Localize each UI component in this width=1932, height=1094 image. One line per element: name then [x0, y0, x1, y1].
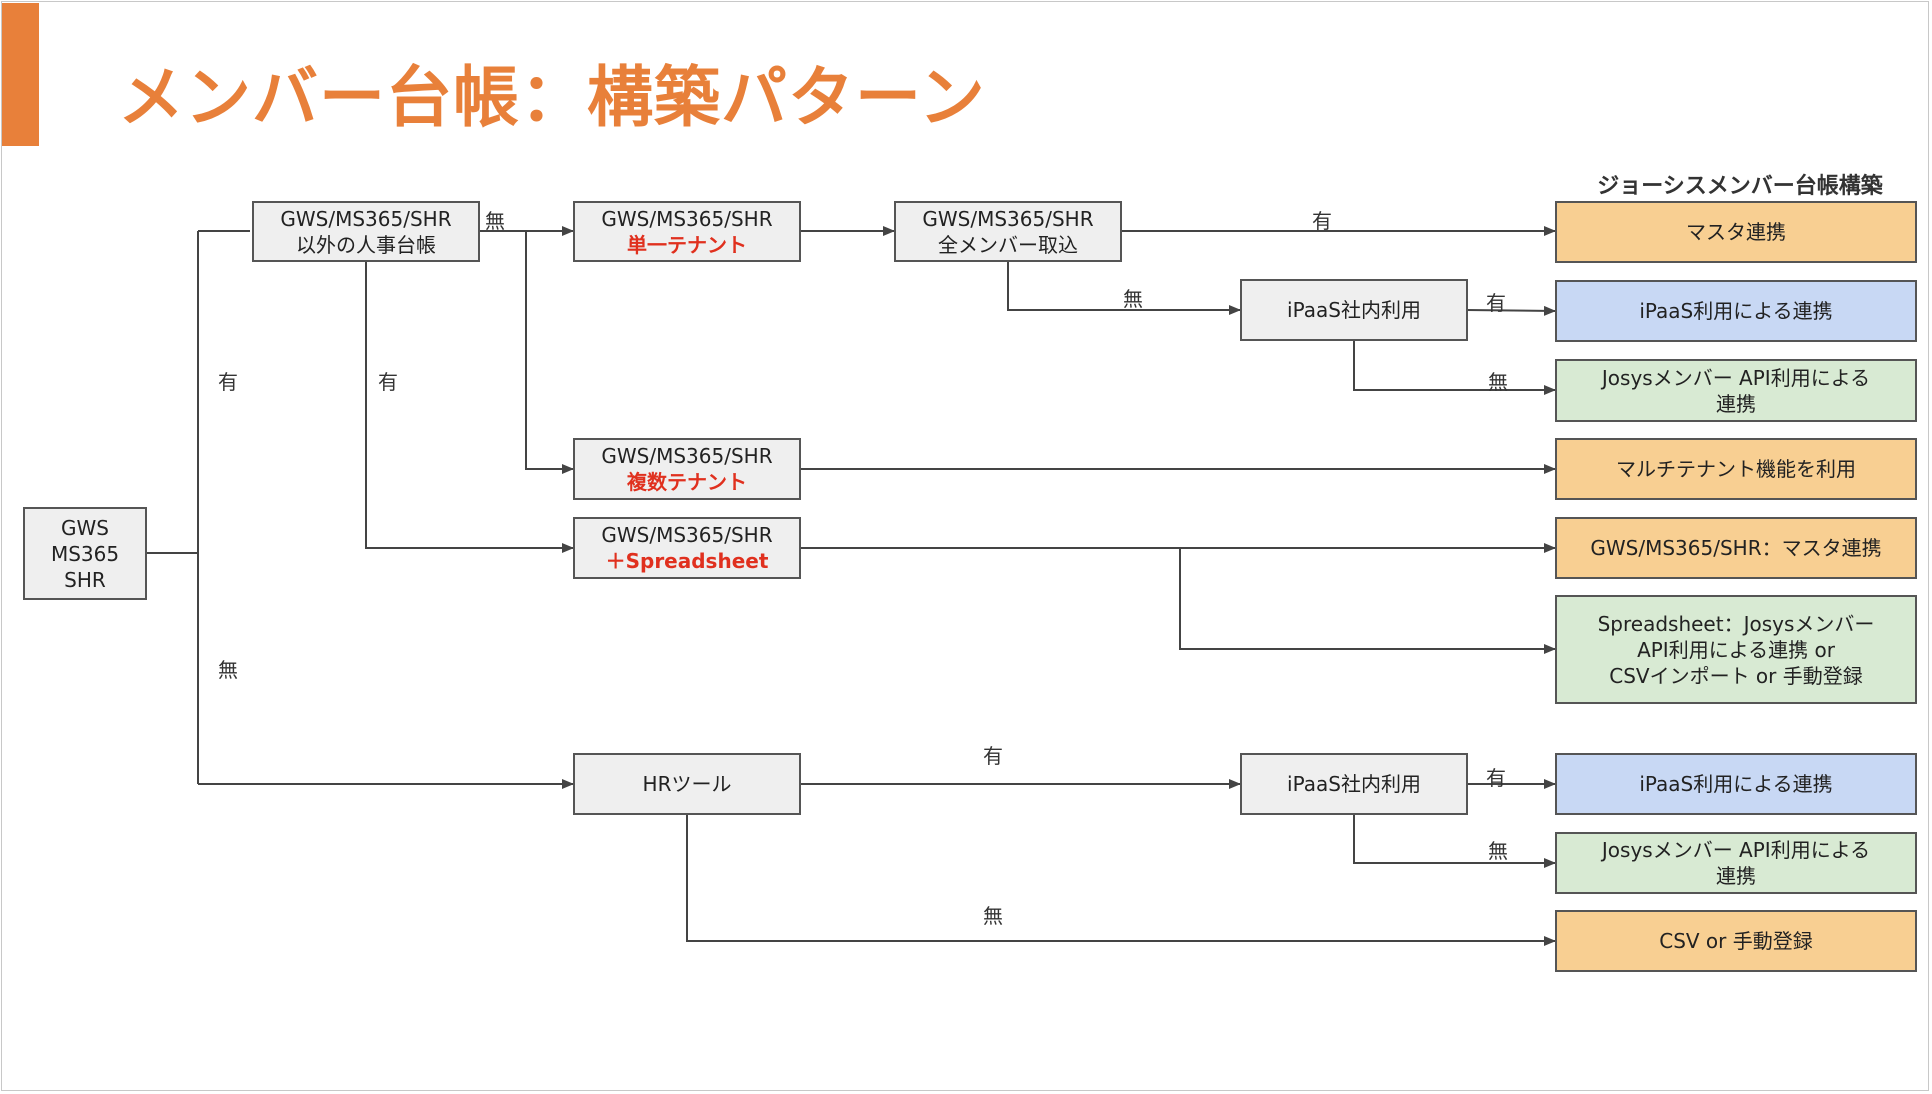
outcome-gws-master-label: GWS/MS365/SHR：マスタ連携	[1590, 536, 1882, 560]
edge-label-ipaas-top-yes: 有	[1486, 291, 1506, 315]
edge-label-root-yes: 有	[218, 370, 238, 394]
node-spreadsheet-line2: ＋Spreadsheet	[605, 549, 769, 573]
outcome-ipaas-link-top: iPaaS利用による連携	[1555, 280, 1917, 342]
node-root-line1: GWS	[61, 515, 109, 540]
outcome-ipaas-link-bottom: iPaaS利用による連携	[1555, 753, 1917, 815]
edge-spreadsheet-to-options	[1179, 548, 1556, 654]
outcome-spreadsheet-options-line1: Spreadsheet：Josysメンバー	[1597, 611, 1875, 636]
node-spreadsheet: GWS/MS365/SHR ＋Spreadsheet	[573, 517, 801, 579]
outcome-master-link: マスタ連携	[1555, 201, 1917, 263]
outcome-ipaas-link-top-label: iPaaS利用による連携	[1639, 299, 1833, 323]
node-multi-tenant: GWS/MS365/SHR 複数テナント	[573, 438, 801, 500]
node-multi-tenant-line1: GWS/MS365/SHR	[601, 444, 773, 468]
node-single-tenant: GWS/MS365/SHR 単一テナント	[573, 201, 801, 262]
edge-label-all-no: 無	[1123, 287, 1143, 311]
edge-ipaas-to-josys-api	[1353, 341, 1556, 395]
outcome-csv-manual: CSV or 手動登録	[1555, 910, 1917, 972]
outcome-spreadsheet-options-line3: CSVインポート or 手動登録	[1609, 663, 1863, 688]
edge-label-root-no: 無	[218, 658, 238, 682]
node-ipaas-bottom: iPaaS社内利用	[1240, 753, 1468, 815]
node-all-members: GWS/MS365/SHR 全メンバー取込	[894, 201, 1122, 262]
node-root: GWS MS365 SHR	[23, 507, 147, 600]
node-root-line2: MS365	[50, 541, 120, 566]
node-spreadsheet-line1: GWS/MS365/SHR	[601, 523, 773, 547]
outcome-josys-api-bottom: Josysメンバー API利用による 連携	[1555, 832, 1917, 894]
outcome-multi-tenant-feature: マルチテナント機能を利用	[1555, 438, 1917, 500]
edge-label-hr-no: 無	[983, 904, 1003, 928]
outcome-josys-api-top: Josysメンバー API利用による 連携	[1555, 359, 1917, 422]
edge-other-to-multi	[525, 231, 574, 474]
edge-ipaas2-to-josys-api	[1353, 815, 1556, 868]
outcome-josys-api-top-line1: Josysメンバー API利用による	[1601, 365, 1871, 390]
outcome-column-header: ジョーシスメンバー台帳構築	[1597, 174, 1883, 199]
edge-hr-to-csv	[686, 815, 1556, 946]
outcome-josys-api-top-line2: 連携	[1716, 391, 1756, 416]
edge-label-ipaas-top-no: 無	[1488, 370, 1508, 394]
title-accent-bar	[2, 3, 39, 146]
outcome-josys-api-bottom-line1: Josysメンバー API利用による	[1601, 838, 1871, 862]
node-hr-tool: HRツール	[573, 753, 801, 815]
outcome-spreadsheet-options: Spreadsheet：Josysメンバー API利用による連携 or CSVイ…	[1555, 595, 1917, 704]
node-single-tenant-line2: 単一テナント	[627, 232, 747, 257]
node-other-hr: GWS/MS365/SHR 以外の人事台帳	[252, 201, 480, 262]
node-other-hr-line1: GWS/MS365/SHR	[280, 206, 452, 231]
outcome-master-link-label: マスタ連携	[1686, 220, 1786, 244]
edge-ipaas-to-ipaas-link	[1465, 305, 1556, 316]
node-ipaas-top: iPaaS社内利用	[1240, 279, 1468, 341]
outcome-josys-api-bottom-line2: 連携	[1716, 864, 1756, 888]
node-other-hr-line2: 以外の人事台帳	[296, 232, 436, 257]
node-hr-tool-label: HRツール	[642, 772, 732, 796]
node-all-members-line1: GWS/MS365/SHR	[922, 206, 1094, 231]
edge-label-hr-yes: 有	[983, 744, 1003, 768]
node-multi-tenant-line2: 複数テナント	[627, 470, 747, 494]
node-root-line3: SHR	[64, 567, 106, 592]
node-ipaas-top-label: iPaaS社内利用	[1287, 298, 1421, 322]
edge-label-other-yes: 有	[378, 370, 398, 394]
node-all-members-line2: 全メンバー取込	[938, 232, 1078, 257]
outcome-spreadsheet-options-line2: API利用による連携 or	[1637, 637, 1835, 662]
node-ipaas-bottom-label: iPaaS社内利用	[1287, 772, 1421, 796]
edge-label-ipaas-bottom-no: 無	[1488, 839, 1508, 863]
edge-all-to-ipaas	[1007, 262, 1241, 315]
outcome-multi-tenant-feature-label: マルチテナント機能を利用	[1616, 457, 1856, 481]
edge-label-other-no: 無	[485, 209, 505, 233]
outcome-csv-manual-label: CSV or 手動登録	[1659, 929, 1813, 953]
edge-label-all-yes: 有	[1312, 209, 1332, 233]
outcome-ipaas-link-bottom-label: iPaaS利用による連携	[1639, 772, 1833, 796]
slide-title: メンバー台帳：構築パターン	[118, 59, 986, 136]
node-single-tenant-line1: GWS/MS365/SHR	[601, 206, 773, 231]
edge-label-ipaas-bottom-yes: 有	[1486, 766, 1506, 790]
edge-other-to-spreadsheet	[365, 262, 574, 553]
outcome-gws-master: GWS/MS365/SHR：マスタ連携	[1555, 517, 1917, 579]
